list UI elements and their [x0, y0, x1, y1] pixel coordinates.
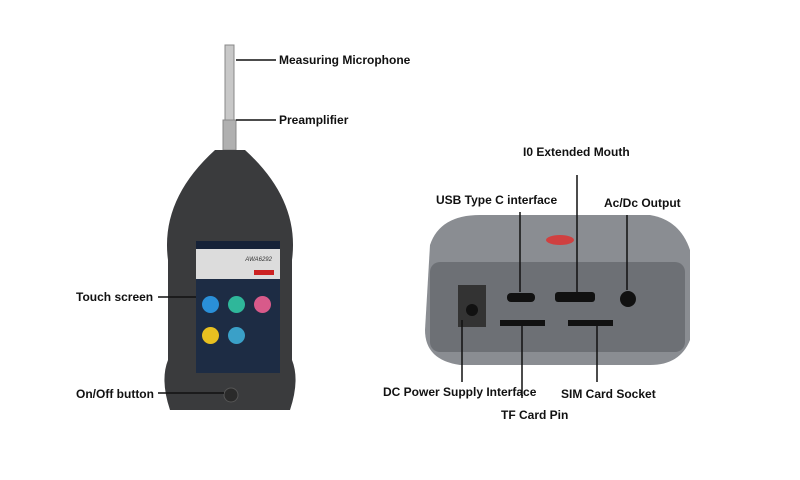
- screen-model: AWA6292: [245, 257, 272, 263]
- label-touch-screen: Touch screen: [76, 290, 154, 304]
- app-icon[interactable]: [202, 296, 219, 313]
- preamplifier: [222, 119, 237, 151]
- app-icon[interactable]: [228, 327, 245, 344]
- label-sim-card: SIM Card Socket: [561, 387, 656, 401]
- label-acdc: Ac/Dc Output: [604, 196, 681, 210]
- on-off-button: [223, 387, 239, 403]
- label-on-off: On/Off button: [76, 387, 154, 401]
- acdc-jack: [620, 291, 636, 307]
- label-dc-power: DC Power Supply Interface: [383, 385, 537, 399]
- label-preamplifier: Preamplifier: [279, 113, 349, 127]
- app-icon[interactable]: [202, 327, 219, 344]
- label-microphone: Measuring Microphone: [279, 53, 411, 67]
- label-io-mouth: I0 Extended Mouth: [523, 145, 630, 159]
- app-icon[interactable]: [228, 296, 245, 313]
- app-icon[interactable]: [254, 296, 271, 313]
- sim-slot: [568, 320, 613, 326]
- label-tf-card: TF Card Pin: [501, 408, 569, 422]
- touch-screen[interactable]: AWA6292: [196, 241, 280, 373]
- tf-slot: [500, 320, 545, 326]
- screen-banner: AWA6292: [196, 249, 280, 279]
- label-usb-c: USB Type C interface: [436, 193, 558, 207]
- io-port: [555, 292, 595, 302]
- usb-c-port: [507, 293, 535, 302]
